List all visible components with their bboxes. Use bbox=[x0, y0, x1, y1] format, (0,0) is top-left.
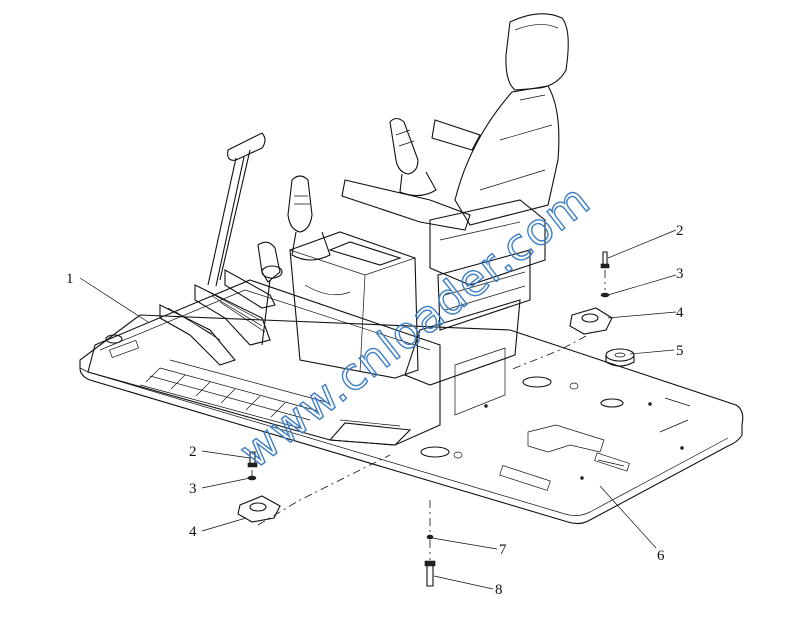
callout-4-left: 4 bbox=[189, 524, 197, 540]
callout-3-right: 3 bbox=[676, 266, 684, 282]
callout-6: 6 bbox=[657, 548, 665, 564]
leader-lines bbox=[79, 229, 677, 590]
left-mount-assembly bbox=[237, 451, 281, 523]
callout-2-right: 2 bbox=[676, 223, 684, 239]
center-lines bbox=[251, 270, 606, 560]
throttle-knob bbox=[257, 241, 283, 346]
bottom-bolts bbox=[424, 534, 436, 587]
callout-8: 8 bbox=[495, 582, 503, 598]
pedals bbox=[159, 269, 276, 366]
callout-2-left: 2 bbox=[189, 444, 197, 460]
callout-labels: 1 2 3 4 5 2 3 4 6 7 8 bbox=[66, 223, 684, 598]
callout-1: 1 bbox=[66, 271, 74, 287]
left-console bbox=[289, 231, 419, 379]
operator-seat bbox=[341, 13, 569, 416]
base-plate bbox=[79, 314, 744, 525]
callout-7: 7 bbox=[499, 542, 507, 558]
right-mount-assembly bbox=[569, 251, 635, 367]
joystick-left bbox=[287, 175, 331, 261]
travel-lever bbox=[207, 132, 266, 287]
callout-4-right: 4 bbox=[676, 305, 684, 321]
joystick-right bbox=[389, 117, 437, 197]
callout-5: 5 bbox=[676, 343, 684, 359]
cab-floor-platform bbox=[87, 279, 441, 446]
callout-3-left: 3 bbox=[189, 481, 197, 497]
